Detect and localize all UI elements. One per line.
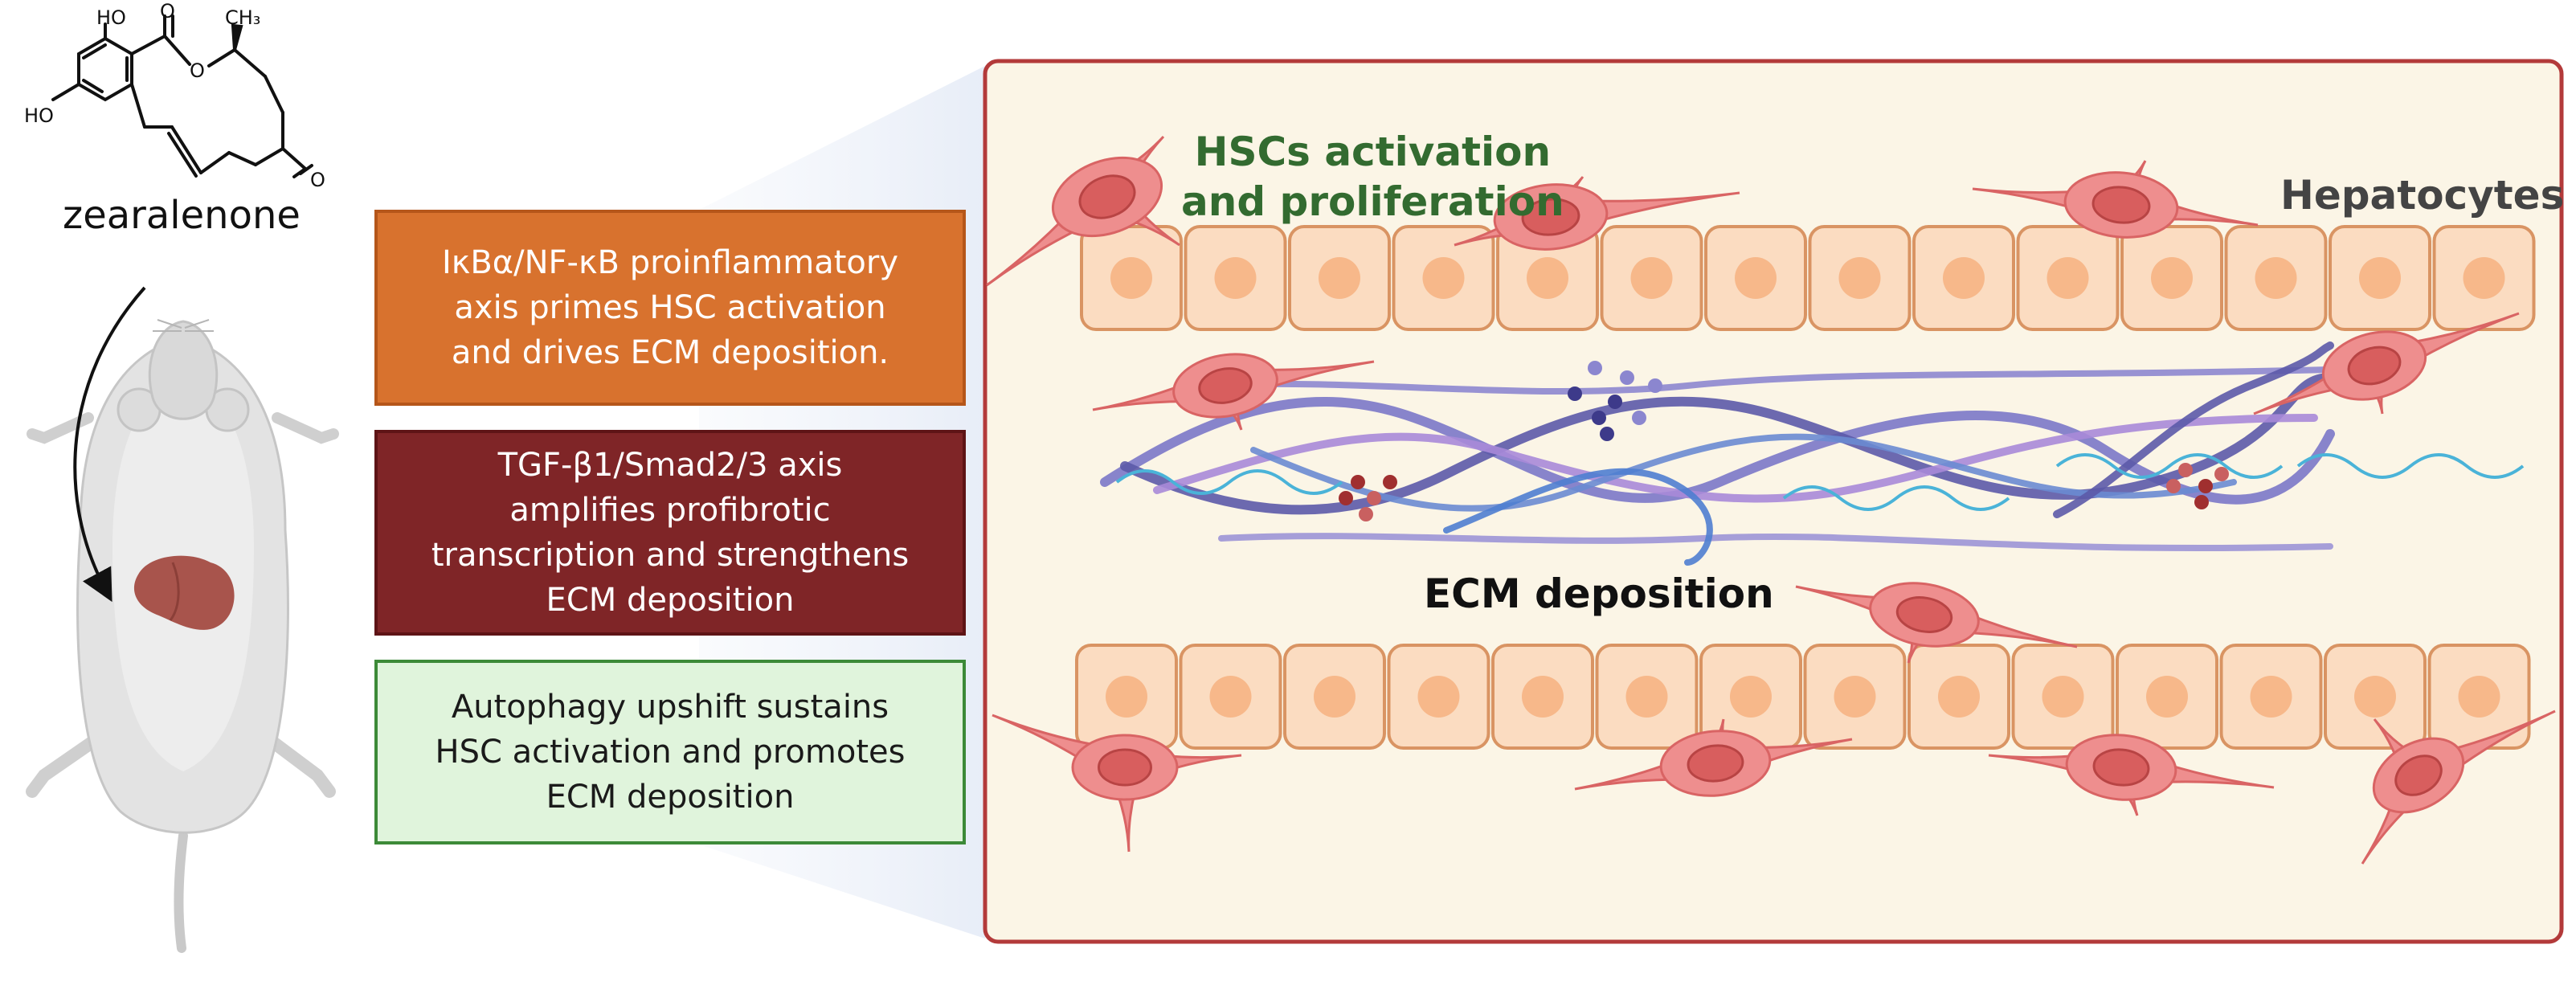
signal-dot <box>1359 507 1373 521</box>
collagen-fiber <box>1250 433 2237 512</box>
signal-dot <box>2214 467 2229 481</box>
mechanism-line: HSC activation and promotes <box>435 734 906 771</box>
hepatocyte-cell <box>1808 225 1912 331</box>
atom-ho-top: HO <box>96 6 126 29</box>
atom-ring-o: O <box>190 59 205 82</box>
signal-dot <box>1351 475 1365 489</box>
hepatocyte-cell <box>1600 225 1703 331</box>
hepatocyte-cell <box>2324 644 2427 750</box>
hepatocyte-cell <box>1491 644 1594 750</box>
hepatocyte-cell <box>1288 225 1391 331</box>
cytokine-dot <box>1568 386 1582 401</box>
compound-name: zearalenone <box>63 193 301 238</box>
cytokine-dot <box>1648 378 1662 393</box>
hepatocyte-cell <box>1704 225 1807 331</box>
fibronectin-strand <box>2055 453 2284 479</box>
collagen-fiber <box>1120 373 2335 515</box>
hepatocyte-row-top <box>1080 225 2536 331</box>
stellate-cell <box>1454 176 1740 251</box>
stellate-cell <box>992 714 1242 853</box>
mechanism-box-tgfb: TGF-β1/Smad2/3 axis amplifies profibroti… <box>374 430 966 636</box>
mechanism-line: Autophagy upshift sustains <box>451 689 889 726</box>
collagen-fiber <box>1202 366 2333 395</box>
hepatocyte-cell <box>1803 644 1907 750</box>
cytokine-dot <box>1592 411 1606 425</box>
hsc-cells <box>986 135 2556 865</box>
cytokine-dot <box>1600 427 1614 441</box>
route-arrow <box>73 286 146 603</box>
hepatocyte-cell <box>2224 225 2328 331</box>
signal-dot <box>2198 479 2213 493</box>
ecm-fibers <box>1100 341 2525 566</box>
collagen-fiber <box>2053 341 2334 518</box>
hepatocyte-cell <box>1283 644 1386 750</box>
signal-dot <box>1383 475 1397 489</box>
zearalenone-structure <box>51 14 313 178</box>
cytokine-dot <box>1608 395 1622 409</box>
collagen-fiber <box>1443 468 1713 566</box>
mechanism-line: axis primes HSC activation <box>454 289 886 326</box>
hepatocyte-cell <box>2432 225 2536 331</box>
stellate-cell <box>2253 312 2520 415</box>
fibronectin-strand <box>1115 469 1343 495</box>
hepatocyte-cell <box>2011 644 2115 750</box>
stellate-cell <box>2361 710 2556 865</box>
stellate-cell <box>1795 582 2078 664</box>
collagen-fiber <box>1153 414 2318 503</box>
atom-ketone-o: O <box>310 169 325 191</box>
hepatocyte-cell <box>1075 644 1178 750</box>
mechanism-line: TGF-β1/Smad2/3 axis <box>497 447 843 484</box>
hepatocyte-cell <box>2116 644 2218 750</box>
hepatocyte-cell <box>1392 225 1495 331</box>
signal-dot <box>2194 495 2209 509</box>
ecm-deposition-label: ECM deposition <box>1424 570 1774 617</box>
mechanism-line: transcription and strengthens <box>431 537 910 574</box>
signal-dot <box>1367 491 1381 505</box>
hepatocytes-label: Hepatocytes <box>2280 172 2565 219</box>
stellate-cell <box>1988 734 2275 816</box>
atom-carbonyl-o: O <box>160 0 175 22</box>
hepatocyte-cell <box>1080 225 1183 331</box>
hepatocyte-cell <box>2219 644 2323 750</box>
hepatocyte-cell <box>1387 644 1490 750</box>
hepatocyte-cell <box>1496 225 1599 331</box>
hepatocyte-cell <box>2016 225 2120 331</box>
atom-ho-left: HO <box>24 104 54 127</box>
fibronectin-strand <box>1782 485 2010 511</box>
stellate-cell <box>1972 160 2259 239</box>
hepatocyte-cell <box>1907 644 2010 750</box>
mechanism-line: IκBα/NF-κB proinflammatory <box>441 244 899 281</box>
hepatocyte-cell <box>1595 644 1699 750</box>
mechanism-line: amplifies profibrotic <box>509 492 831 529</box>
mechanism-line: ECM deposition <box>546 779 795 816</box>
stellate-cell <box>986 135 1180 287</box>
stellate-cell <box>1092 353 1375 431</box>
mechanism-box-nfkb: IκBα/NF-κB proinflammatory axis primes H… <box>374 210 966 406</box>
hepatocyte-cell <box>1912 225 2015 331</box>
mechanism-box-autophagy: Autophagy upshift sustains HSC activatio… <box>374 660 966 844</box>
signal-dot <box>1339 491 1353 505</box>
cytokine-dot <box>1620 370 1634 385</box>
stellate-cell <box>1574 718 1853 797</box>
hepatocyte-cell <box>1699 644 1802 750</box>
mouse-illustration <box>26 319 339 953</box>
collagen-fiber <box>1218 533 2333 552</box>
signal-dot <box>2178 463 2193 477</box>
signal-dot <box>2166 479 2181 493</box>
hepatocyte-cell <box>1184 225 1287 331</box>
atom-ch3: CH₃ <box>225 6 260 29</box>
cytokine-dot <box>1588 361 1602 375</box>
mechanism-line: ECM deposition <box>546 582 795 619</box>
hepatocyte-cell <box>1179 644 1282 750</box>
hsc-activation-label: HSCs activation and proliferation <box>1181 129 1564 225</box>
hepatocyte-cell <box>2329 225 2431 331</box>
cytokine-dot <box>1632 411 1646 425</box>
mechanism-line: and drives ECM deposition. <box>451 334 889 371</box>
fibronectin-strand <box>2296 453 2525 479</box>
hepatocyte-cell <box>2120 225 2223 331</box>
